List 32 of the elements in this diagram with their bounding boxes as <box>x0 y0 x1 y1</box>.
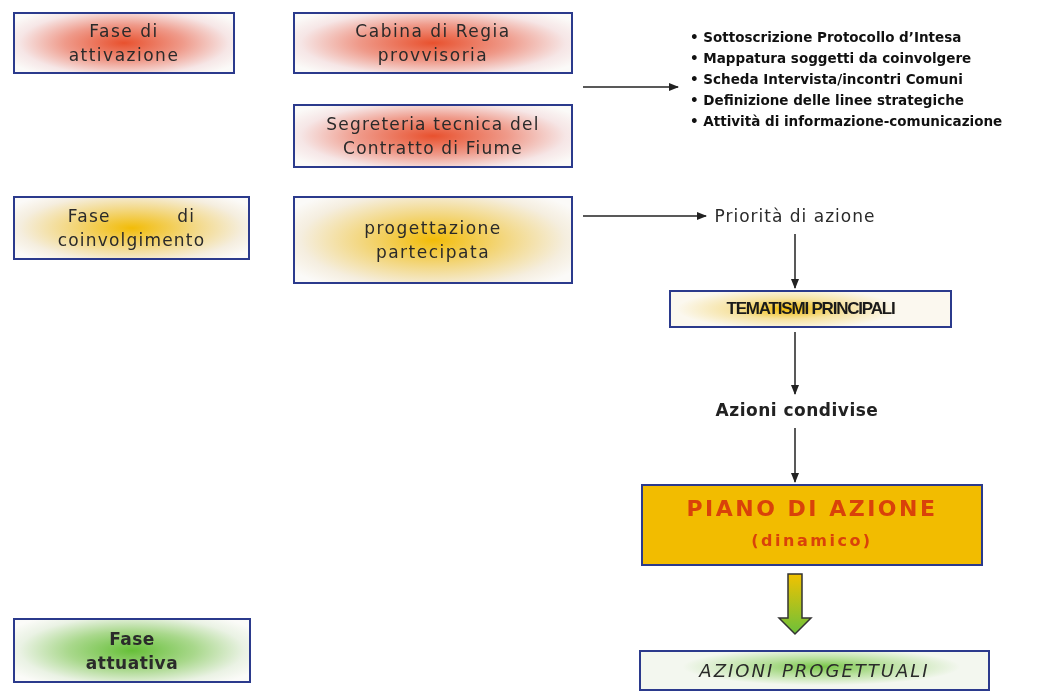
process-box <box>641 484 983 566</box>
box-subtitle: (dinamico) <box>751 530 873 552</box>
block-arrow <box>777 573 813 636</box>
box-label: Segreteria tecnica del Contratto di Fiume <box>325 113 541 160</box>
bullet-item: • Definizione delle linee strategiche <box>690 90 964 110</box>
box-label: Fase di coinvolgimento <box>56 205 207 252</box>
bullet-item: • Mappatura soggetti da coinvolgere <box>690 48 972 68</box>
arrow <box>582 212 707 220</box>
arrow <box>791 233 799 289</box>
process-box <box>13 618 251 683</box>
process-box <box>293 104 573 168</box>
arrow <box>582 83 679 91</box>
node-label: Azioni condivise <box>715 400 879 420</box>
bullet-item: • Scheda Intervista/incontri Comuni <box>690 69 963 89</box>
box-label: PIANO DI AZIONE <box>686 495 938 523</box>
node-label: Priorità di azione <box>714 206 876 226</box>
process-box <box>669 290 952 328</box>
bullet-item: • Attività di informazione-comunicazione <box>690 111 1003 131</box>
process-box <box>293 196 573 284</box>
box-label: AZIONI PROGETTUALI <box>699 660 930 681</box>
process-box <box>13 12 235 74</box>
process-box <box>13 196 250 260</box>
process-box <box>293 12 573 74</box>
box-label: Cabina di Regia provvisoria <box>354 20 512 67</box>
box-label: progettazione partecipata <box>363 217 503 264</box>
bullet-item: • Sottoscrizione Protocollo d’Intesa <box>690 27 962 47</box>
box-label: Fase di attivazione <box>67 20 181 67</box>
box-label: TEMATISMI PRINCIPALI <box>726 299 895 319</box>
process-box <box>639 650 990 691</box>
box-label: Fase attuativa <box>84 627 180 675</box>
arrow <box>791 427 799 483</box>
arrow <box>791 331 799 395</box>
